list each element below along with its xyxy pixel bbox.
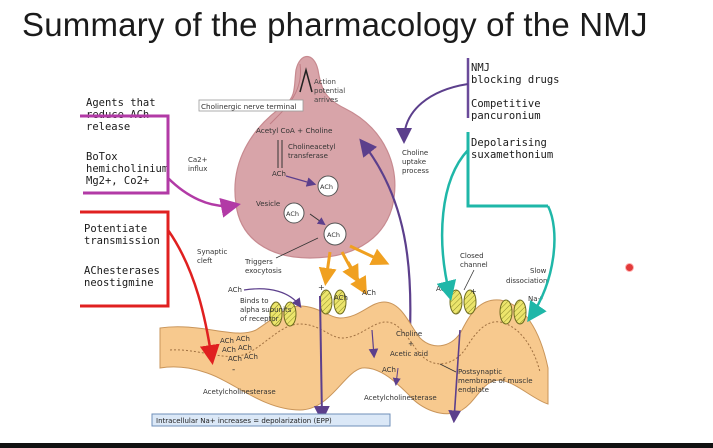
ache-label-1: Acetylcholinesterase <box>203 388 276 396</box>
svg-text:Na+: Na+ <box>528 295 544 303</box>
ache-label-2: Acetylcholinesterase <box>364 394 437 402</box>
ach-vesicle-1 <box>317 175 339 197</box>
ca-influx-label: Ca2+ influx <box>188 156 210 173</box>
receptor-2 <box>319 289 347 315</box>
depolarising-blockers: Depolarising suxamethonium <box>471 137 554 161</box>
svg-text:ACh: ACh <box>228 286 242 294</box>
slide-title: Summary of the pharmacology of the NMJ <box>22 6 648 43</box>
triggers-label: Triggers exocytosis <box>244 258 282 275</box>
teal-bracket <box>466 132 548 208</box>
acetyl-coa-label: Acetyl CoA + Choline <box>256 126 333 135</box>
postsynaptic-membrane <box>159 299 549 415</box>
binds-label: Binds to alpha subunits of receptor <box>240 297 294 323</box>
ach-vesicle-2 <box>283 202 305 224</box>
svg-text:+: + <box>318 283 325 292</box>
transferase-label: Cholineacetyl transferase <box>288 143 338 160</box>
nmj-blocker-arrow <box>396 83 469 144</box>
postsynaptic-label: Postsynaptic membrane of muscle endplate <box>458 368 535 394</box>
potentiate-heading: Potentiate transmission <box>84 223 160 247</box>
reduce-ach-heading: Agents that reduce ACh release <box>86 97 156 133</box>
bottom-bar <box>0 443 713 448</box>
red-arrow <box>166 229 220 365</box>
magenta-bracket <box>80 114 170 195</box>
potentiate-drugs: AChesterases neostigmine <box>84 265 160 289</box>
intracellular-box <box>151 413 391 427</box>
competitive-blockers: Competitive pancuronium <box>471 98 541 122</box>
exocytosis-arrow-1 <box>318 251 337 286</box>
reduce-ach-drugs: BoTox hemicholinium Mg2+, Co2+ <box>86 151 169 187</box>
action-potential-label: Action potential arrives <box>314 78 347 104</box>
receptor-1 <box>269 301 297 327</box>
svg-text:ACh: ACh <box>320 183 333 191</box>
nmj-blocking-heading: NMJ blocking drugs <box>471 62 560 86</box>
ach-cluster: ACh ACh ACh ACh ACh ACh <box>220 335 258 363</box>
svg-text:ACh: ACh <box>327 231 340 239</box>
svg-text:ACh: ACh <box>382 366 396 374</box>
nerve-terminal <box>234 55 396 259</box>
svg-text:ACh: ACh <box>286 210 299 218</box>
exocytosis-arrow-4 <box>346 261 367 296</box>
nerve-terminal-label: Cholinergic nerve terminal <box>201 102 296 111</box>
magenta-arrow <box>167 177 241 218</box>
slow-dissociation-label: Slow dissociation <box>506 267 549 285</box>
svg-text:ACh: ACh <box>334 294 348 302</box>
svg-text:-: - <box>232 365 235 375</box>
svg-text:+: + <box>470 287 477 296</box>
choline-uptake-arrow <box>359 138 412 331</box>
action-potential-arrow <box>299 67 313 93</box>
red-bracket <box>80 210 170 308</box>
closed-channel-label: Closed channel <box>460 252 488 269</box>
choline-uptake-label: Choline uptake process <box>402 149 430 175</box>
svg-text:ACh: ACh <box>362 289 376 297</box>
vesicle-label: Vesicle <box>256 200 280 208</box>
synaptic-cleft-label: Synaptic cleft <box>197 248 230 265</box>
teal-arrow-competitive <box>436 149 469 301</box>
choline-acetic-label: Choline + Acetic acid <box>390 330 428 358</box>
exocytosis-arrow-3 <box>349 244 390 266</box>
na-influx-arrow-1 <box>313 295 330 422</box>
svg-text:Intracellular Na+ increases =: Intracellular Na+ increases = depolariza… <box>156 417 332 425</box>
ach-terminal-label: ACh <box>272 170 286 178</box>
ach-vesicle-3 <box>323 222 347 246</box>
receptor-4 <box>499 299 527 325</box>
pointer-dot <box>625 263 634 272</box>
teal-arrow-depolarising <box>527 205 556 323</box>
na-influx-arrow-2 <box>448 329 462 424</box>
